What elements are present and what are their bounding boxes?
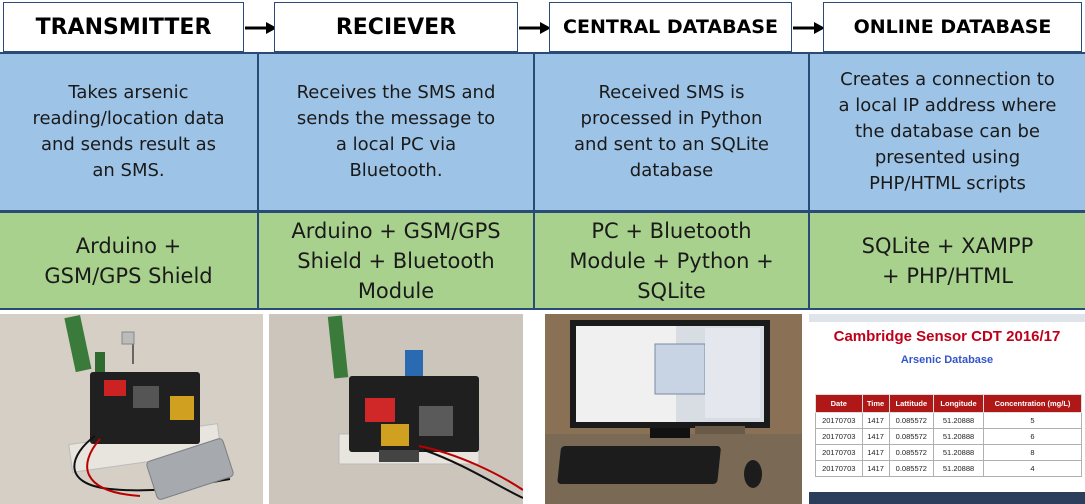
taskbar <box>809 492 1085 504</box>
table-row: 20170703 1417 0.085572 51.20888 5 <box>815 412 1082 429</box>
database-screenshot: Cambridge Sensor CDT 2016/17 Arsenic Dat… <box>809 314 1085 504</box>
database-table: Date Time Lattitude Longitude Concentrat… <box>815 394 1082 477</box>
table-header-row: Date Time Lattitude Longitude Concentrat… <box>815 394 1082 413</box>
right-arrow-icon <box>793 22 825 34</box>
table-row: 20170703 1417 0.085572 51.20888 6 <box>815 428 1082 445</box>
hardware-band: Arduino + GSM/GPS Shield Arduino + GSM/G… <box>0 211 1085 310</box>
cell-time: 1417 <box>861 428 890 445</box>
description-band: Takes arsenic reading/location data and … <box>0 52 1085 212</box>
cell-time: 1417 <box>861 444 890 461</box>
header-receiver: RECIEVER <box>274 2 518 52</box>
description-central-database: Received SMS is processed in Python and … <box>535 54 810 210</box>
cell-date: 20170703 <box>815 460 863 477</box>
description-transmitter: Takes arsenic reading/location data and … <box>0 54 259 210</box>
cell-latitude: 0.085572 <box>888 444 935 461</box>
header-online-database: ONLINE DATABASE <box>823 2 1082 52</box>
column-header-longitude: Longitude <box>933 394 985 413</box>
receiver-photo <box>269 314 523 504</box>
transmitter-photo <box>0 314 263 504</box>
cell-concentration: 6 <box>983 428 1082 445</box>
cell-latitude: 0.085572 <box>888 428 935 445</box>
right-arrow-icon <box>245 22 277 34</box>
cell-concentration: 5 <box>983 412 1082 429</box>
cell-longitude: 51.20888 <box>933 444 985 461</box>
cell-longitude: 51.20888 <box>933 460 985 477</box>
browser-tab-bar <box>809 314 1085 322</box>
pc-photo <box>545 314 802 504</box>
cell-longitude: 51.20888 <box>933 412 985 429</box>
cell-concentration: 8 <box>983 444 1082 461</box>
cell-date: 20170703 <box>815 412 863 429</box>
column-header-date: Date <box>815 394 863 413</box>
column-header-time: Time <box>861 394 890 413</box>
hardware-transmitter: Arduino + GSM/GPS Shield <box>0 213 259 308</box>
column-header-concentration: Concentration (mg/L) <box>983 394 1082 413</box>
column-header-latitude: Lattitude <box>888 394 935 413</box>
database-title: Cambridge Sensor CDT 2016/17 <box>833 328 1061 345</box>
header-central-database: CENTRAL DATABASE <box>549 2 792 52</box>
description-receiver: Receives the SMS and sends the message t… <box>259 54 535 210</box>
header-transmitter: TRANSMITTER <box>3 2 244 52</box>
cell-latitude: 0.085572 <box>888 460 935 477</box>
cell-latitude: 0.085572 <box>888 412 935 429</box>
hardware-central-database: PC + Bluetooth Module + Python + SQLite <box>535 213 810 308</box>
cell-longitude: 51.20888 <box>933 428 985 445</box>
cell-time: 1417 <box>861 460 890 477</box>
right-arrow-icon <box>519 22 551 34</box>
table-row: 20170703 1417 0.085572 51.20888 4 <box>815 460 1082 477</box>
database-subtitle: Arsenic Database <box>900 354 994 366</box>
cell-time: 1417 <box>861 412 890 429</box>
cell-concentration: 4 <box>983 460 1082 477</box>
cell-date: 20170703 <box>815 428 863 445</box>
hardware-receiver: Arduino + GSM/GPS Shield + Bluetooth Mod… <box>259 213 535 308</box>
description-online-database: Creates a connection to a local IP addre… <box>838 69 1057 194</box>
cell-date: 20170703 <box>815 444 863 461</box>
table-row: 20170703 1417 0.085572 51.20888 8 <box>815 444 1082 461</box>
hardware-online-database: SQLite + XAMPP + PHP/HTML <box>861 233 1034 288</box>
